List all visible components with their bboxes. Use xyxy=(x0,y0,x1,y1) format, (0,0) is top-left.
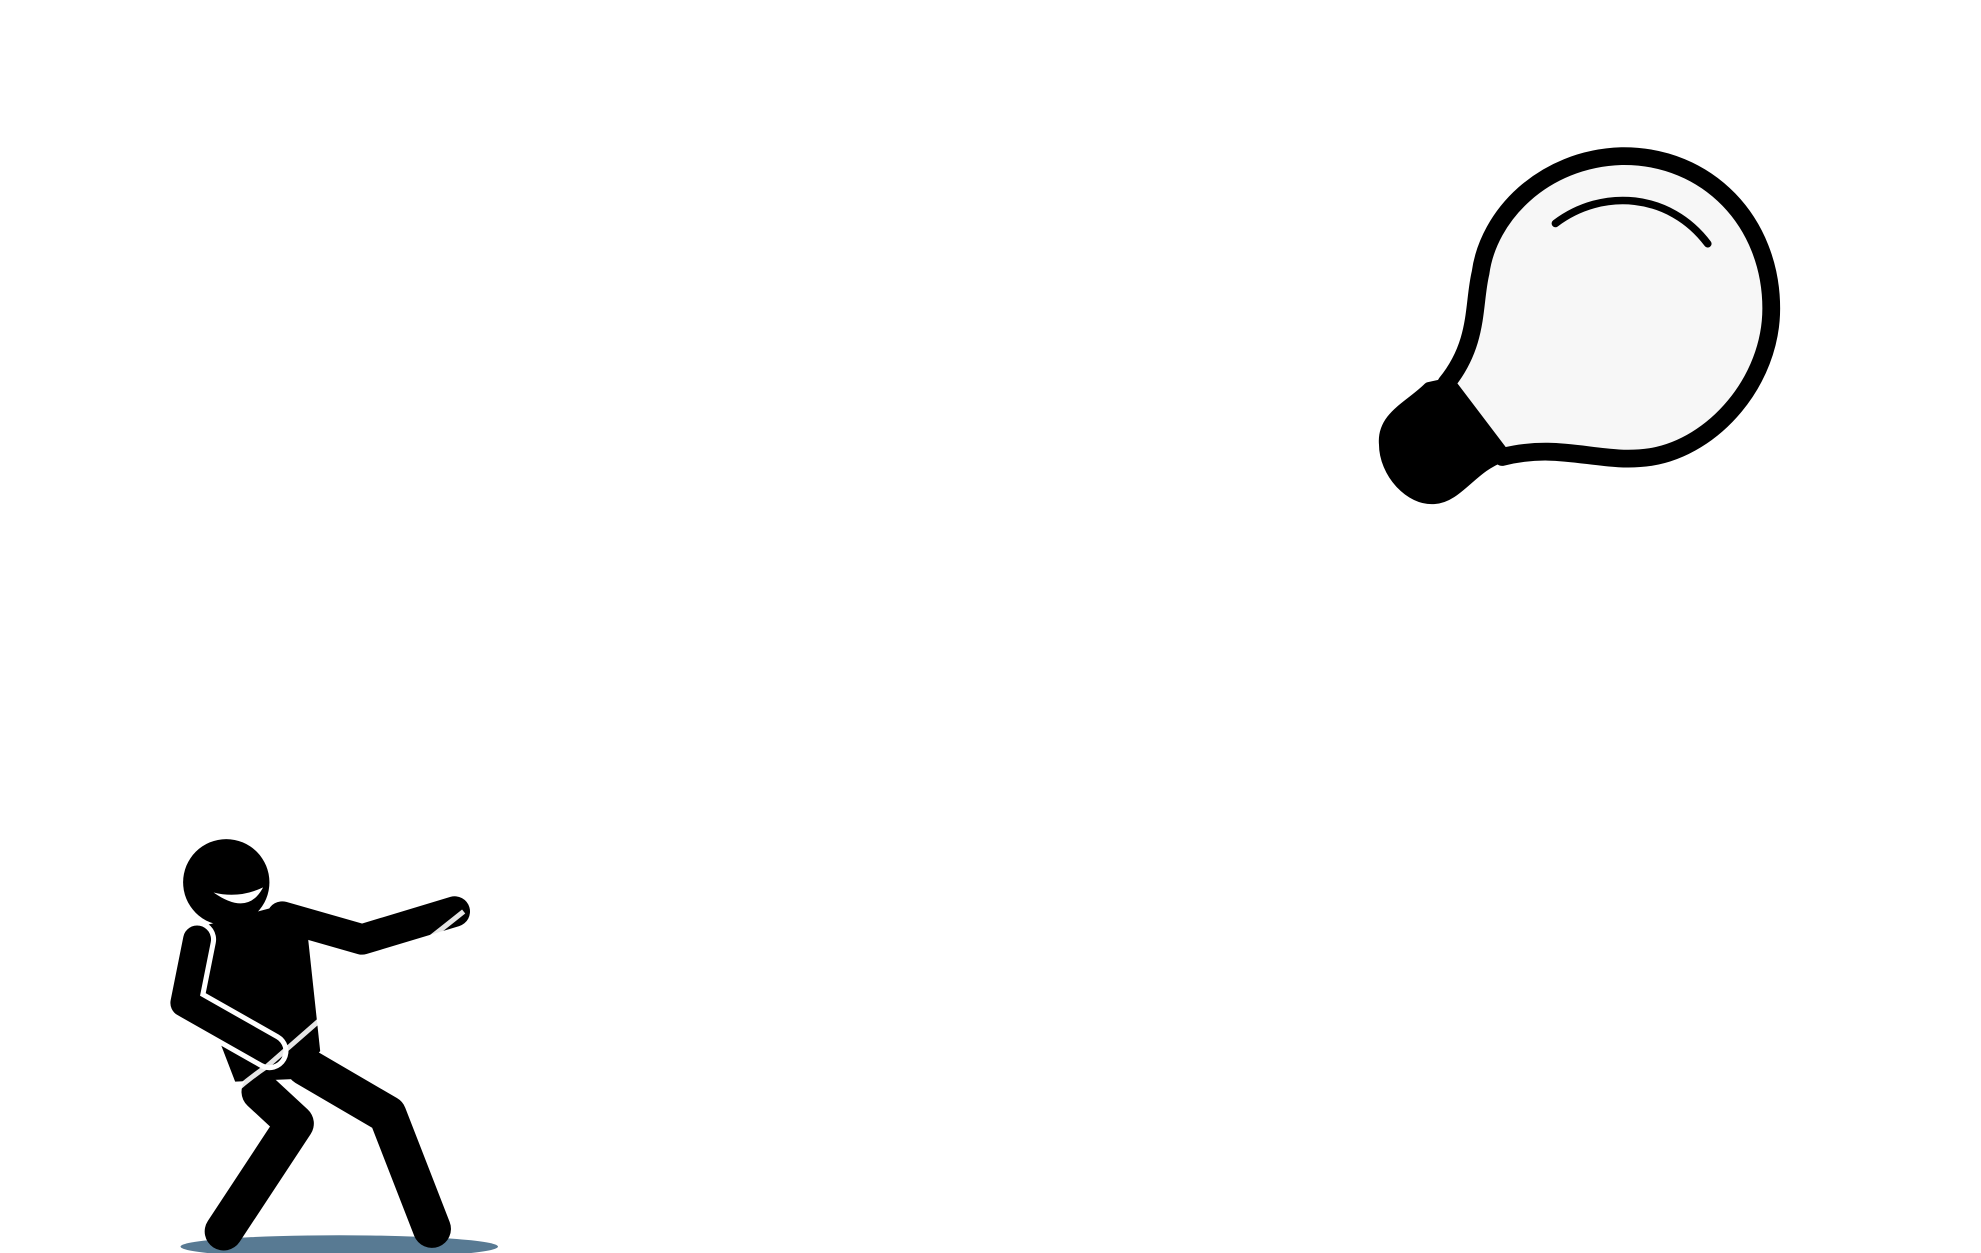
figure-head xyxy=(183,839,270,926)
light-bulb-icon xyxy=(1378,147,1781,504)
stick-figure-icon xyxy=(143,839,498,1253)
